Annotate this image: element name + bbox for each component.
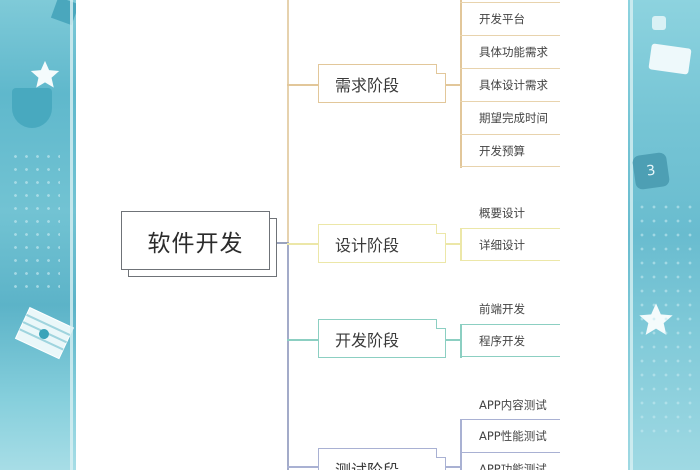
leaf-connector	[446, 243, 460, 245]
leaf-node[interactable]: APP功能测试	[460, 452, 560, 470]
decorative-left-panel	[0, 0, 76, 470]
leaf-label: 前端开发	[479, 302, 525, 316]
shield-icon	[12, 88, 52, 128]
sparkle-dots	[10, 150, 60, 290]
root-node-label: 软件开发	[147, 230, 244, 257]
leaf-node[interactable]: 开发预算	[460, 134, 560, 167]
leaf-label: APP功能测试	[479, 462, 547, 470]
stage-node-design[interactable]: 设计阶段	[318, 224, 446, 263]
stage-node-testing[interactable]: 测试阶段	[318, 448, 446, 470]
trunk-line-bottom	[287, 242, 289, 470]
envelope-icon	[14, 306, 74, 360]
branch-line-development	[287, 339, 318, 341]
leaf-label: 详细设计	[479, 237, 525, 252]
leaf-connector	[446, 84, 460, 86]
trunk-line-top	[287, 0, 289, 242]
branch-line-requirements	[287, 84, 318, 86]
mind-map-canvas: 软件开发 需求阶段 开发平台 具体功能需求 具体设计需求 期望完成时间 开发预算…	[76, 0, 628, 470]
stage-label: 测试阶段	[335, 457, 399, 470]
stage-node-requirements[interactable]: 需求阶段	[318, 64, 446, 103]
stage-label: 需求阶段	[335, 75, 400, 95]
note-fold-icon	[436, 64, 446, 74]
stage-node-development[interactable]: 开发阶段	[318, 319, 446, 358]
leaf-bracket	[460, 228, 462, 261]
leaf-node[interactable]: APP性能测试	[460, 419, 560, 452]
star-icon	[30, 60, 60, 88]
leaf-node[interactable]: 期望完成时间	[460, 101, 560, 134]
leaf-node[interactable]: 开发平台	[460, 2, 560, 35]
panel-edge	[630, 0, 633, 470]
leaf-label: 概要设计	[479, 206, 525, 220]
panel-edge	[70, 0, 73, 470]
leaf-label: 开发平台	[479, 12, 525, 26]
leaf-label: 程序开发	[479, 333, 525, 348]
leaf-node[interactable]: 详细设计	[460, 228, 560, 261]
leaf-connector	[446, 466, 460, 468]
leaf-bracket	[460, 419, 462, 470]
leaf-label: 具体功能需求	[479, 45, 548, 59]
leaf-node[interactable]: 概要设计	[479, 205, 525, 221]
sparkle-dots	[636, 200, 692, 440]
root-node[interactable]: 软件开发	[121, 211, 270, 270]
mind-map-viewport: 软件开发 需求阶段 开发平台 具体功能需求 具体设计需求 期望完成时间 开发预算…	[76, 0, 560, 470]
leaf-label: 具体设计需求	[479, 78, 548, 92]
leaf-label: APP性能测试	[479, 429, 547, 443]
decorative-right-panel: 3	[628, 0, 700, 470]
note-fold-icon	[436, 319, 446, 329]
cup-icon	[652, 16, 666, 30]
branch-line-testing	[287, 466, 318, 468]
branch-line-design	[287, 243, 318, 245]
leaf-label: APP内容测试	[479, 398, 547, 412]
leaf-node[interactable]: APP内容测试	[479, 397, 547, 413]
stage-label: 开发阶段	[335, 330, 400, 350]
leaf-bracket	[460, 324, 462, 358]
root-connector	[275, 242, 288, 244]
box-icon	[648, 43, 692, 75]
leaf-node[interactable]: 程序开发	[460, 324, 560, 357]
stage-label: 设计阶段	[335, 235, 400, 255]
leaf-node[interactable]: 具体设计需求	[460, 68, 560, 101]
note-fold-icon	[436, 224, 446, 234]
leaf-label: 期望完成时间	[479, 111, 548, 125]
leaf-connector	[446, 339, 460, 341]
note-fold-icon	[436, 448, 446, 458]
dice-icon: 3	[631, 151, 671, 191]
leaf-bracket	[460, 0, 462, 168]
leaf-label: 开发预算	[479, 143, 525, 158]
leaf-node[interactable]: 具体功能需求	[460, 35, 560, 68]
leaf-node[interactable]: 前端开发	[479, 301, 525, 317]
